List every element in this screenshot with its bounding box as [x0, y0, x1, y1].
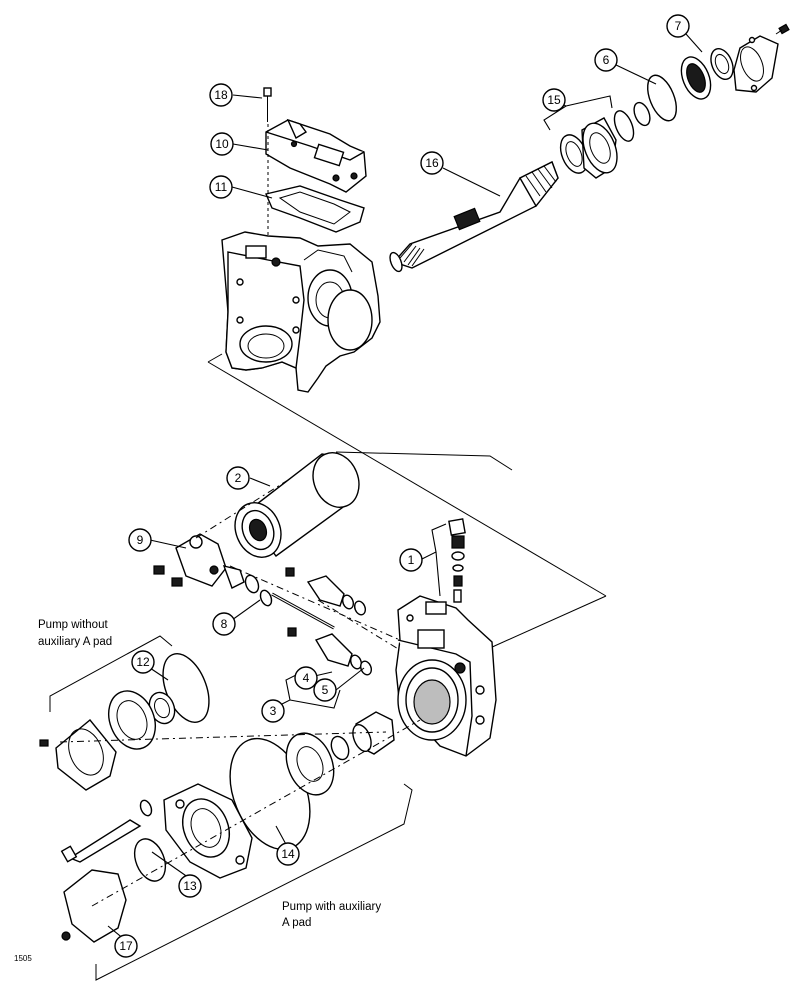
callout-label-8: 8	[221, 617, 228, 631]
callout-7: 7	[666, 14, 690, 38]
callout-label-1: 1	[408, 553, 415, 567]
callout-11: 11	[209, 175, 233, 199]
note-without-line2: auxiliary A pad	[38, 636, 112, 648]
drive-shaft-16	[389, 161, 559, 273]
upper-pump-housing	[221, 231, 381, 393]
callout-17: 17	[114, 934, 138, 958]
control-valve-block-10	[265, 118, 367, 193]
callout-2: 2	[226, 466, 250, 490]
bearing-lower	[330, 711, 395, 761]
note-with-aux-pad: Pump with auxiliary A pad	[282, 901, 381, 929]
relief-valve-1	[448, 518, 466, 603]
callout-16: 16	[420, 151, 444, 175]
callout-9: 9	[128, 528, 152, 552]
callout-5: 5	[313, 678, 337, 702]
rod	[271, 592, 335, 630]
callout-label-12: 12	[136, 655, 150, 669]
seal-ring-8	[259, 589, 273, 607]
callout-label-11: 11	[215, 180, 228, 194]
callout-1: 1	[399, 548, 423, 572]
callout-label-10: 10	[215, 137, 229, 151]
note-with-line2: A pad	[282, 917, 311, 929]
note-without-line1: Pump without	[38, 619, 108, 631]
o-ring-6	[646, 74, 678, 122]
callout-18: 18	[209, 83, 233, 107]
callout-14: 14	[276, 842, 300, 866]
callout-label-17: 17	[119, 939, 133, 953]
filter-head-9	[153, 533, 260, 594]
bearing-assembly-15	[559, 101, 651, 179]
lower-pump-body	[395, 595, 497, 757]
callout-8: 8	[212, 612, 236, 636]
callout-10: 10	[210, 132, 234, 156]
seal-7	[680, 47, 734, 100]
filter-cartridge-2	[234, 452, 360, 558]
note-without-aux-pad: Pump without auxiliary A pad	[38, 619, 112, 648]
callout-3: 3	[261, 699, 285, 723]
callout-label-7: 7	[675, 19, 682, 33]
callout-label-4: 4	[303, 671, 310, 685]
callout-15: 15	[542, 88, 566, 112]
callout-label-18: 18	[214, 88, 228, 102]
callout-4: 4	[294, 666, 318, 690]
callout-label-13: 13	[183, 879, 197, 893]
callout-12: 12	[131, 650, 155, 674]
callout-label-15: 15	[547, 93, 561, 107]
callout-label-5: 5	[322, 683, 329, 697]
callout-label-9: 9	[137, 533, 144, 547]
callout-label-6: 6	[603, 53, 610, 67]
check-valve-upper	[285, 567, 367, 616]
without-aux-pad-parts	[39, 635, 210, 791]
callout-6: 6	[594, 48, 618, 72]
callout-label-16: 16	[425, 156, 439, 170]
callout-label-3: 3	[270, 704, 277, 718]
check-valve-lower	[287, 627, 373, 676]
note-with-line1: Pump with auxiliary	[282, 901, 381, 913]
callout-label-2: 2	[235, 471, 242, 485]
gasket-11	[265, 185, 365, 233]
with-aux-pad-parts	[60, 732, 413, 981]
figure-number: 1505	[14, 954, 32, 963]
bolt-18	[263, 87, 272, 122]
callout-13: 13	[178, 874, 202, 898]
callout-label-14: 14	[281, 847, 295, 861]
cover-plate-top	[733, 23, 790, 93]
